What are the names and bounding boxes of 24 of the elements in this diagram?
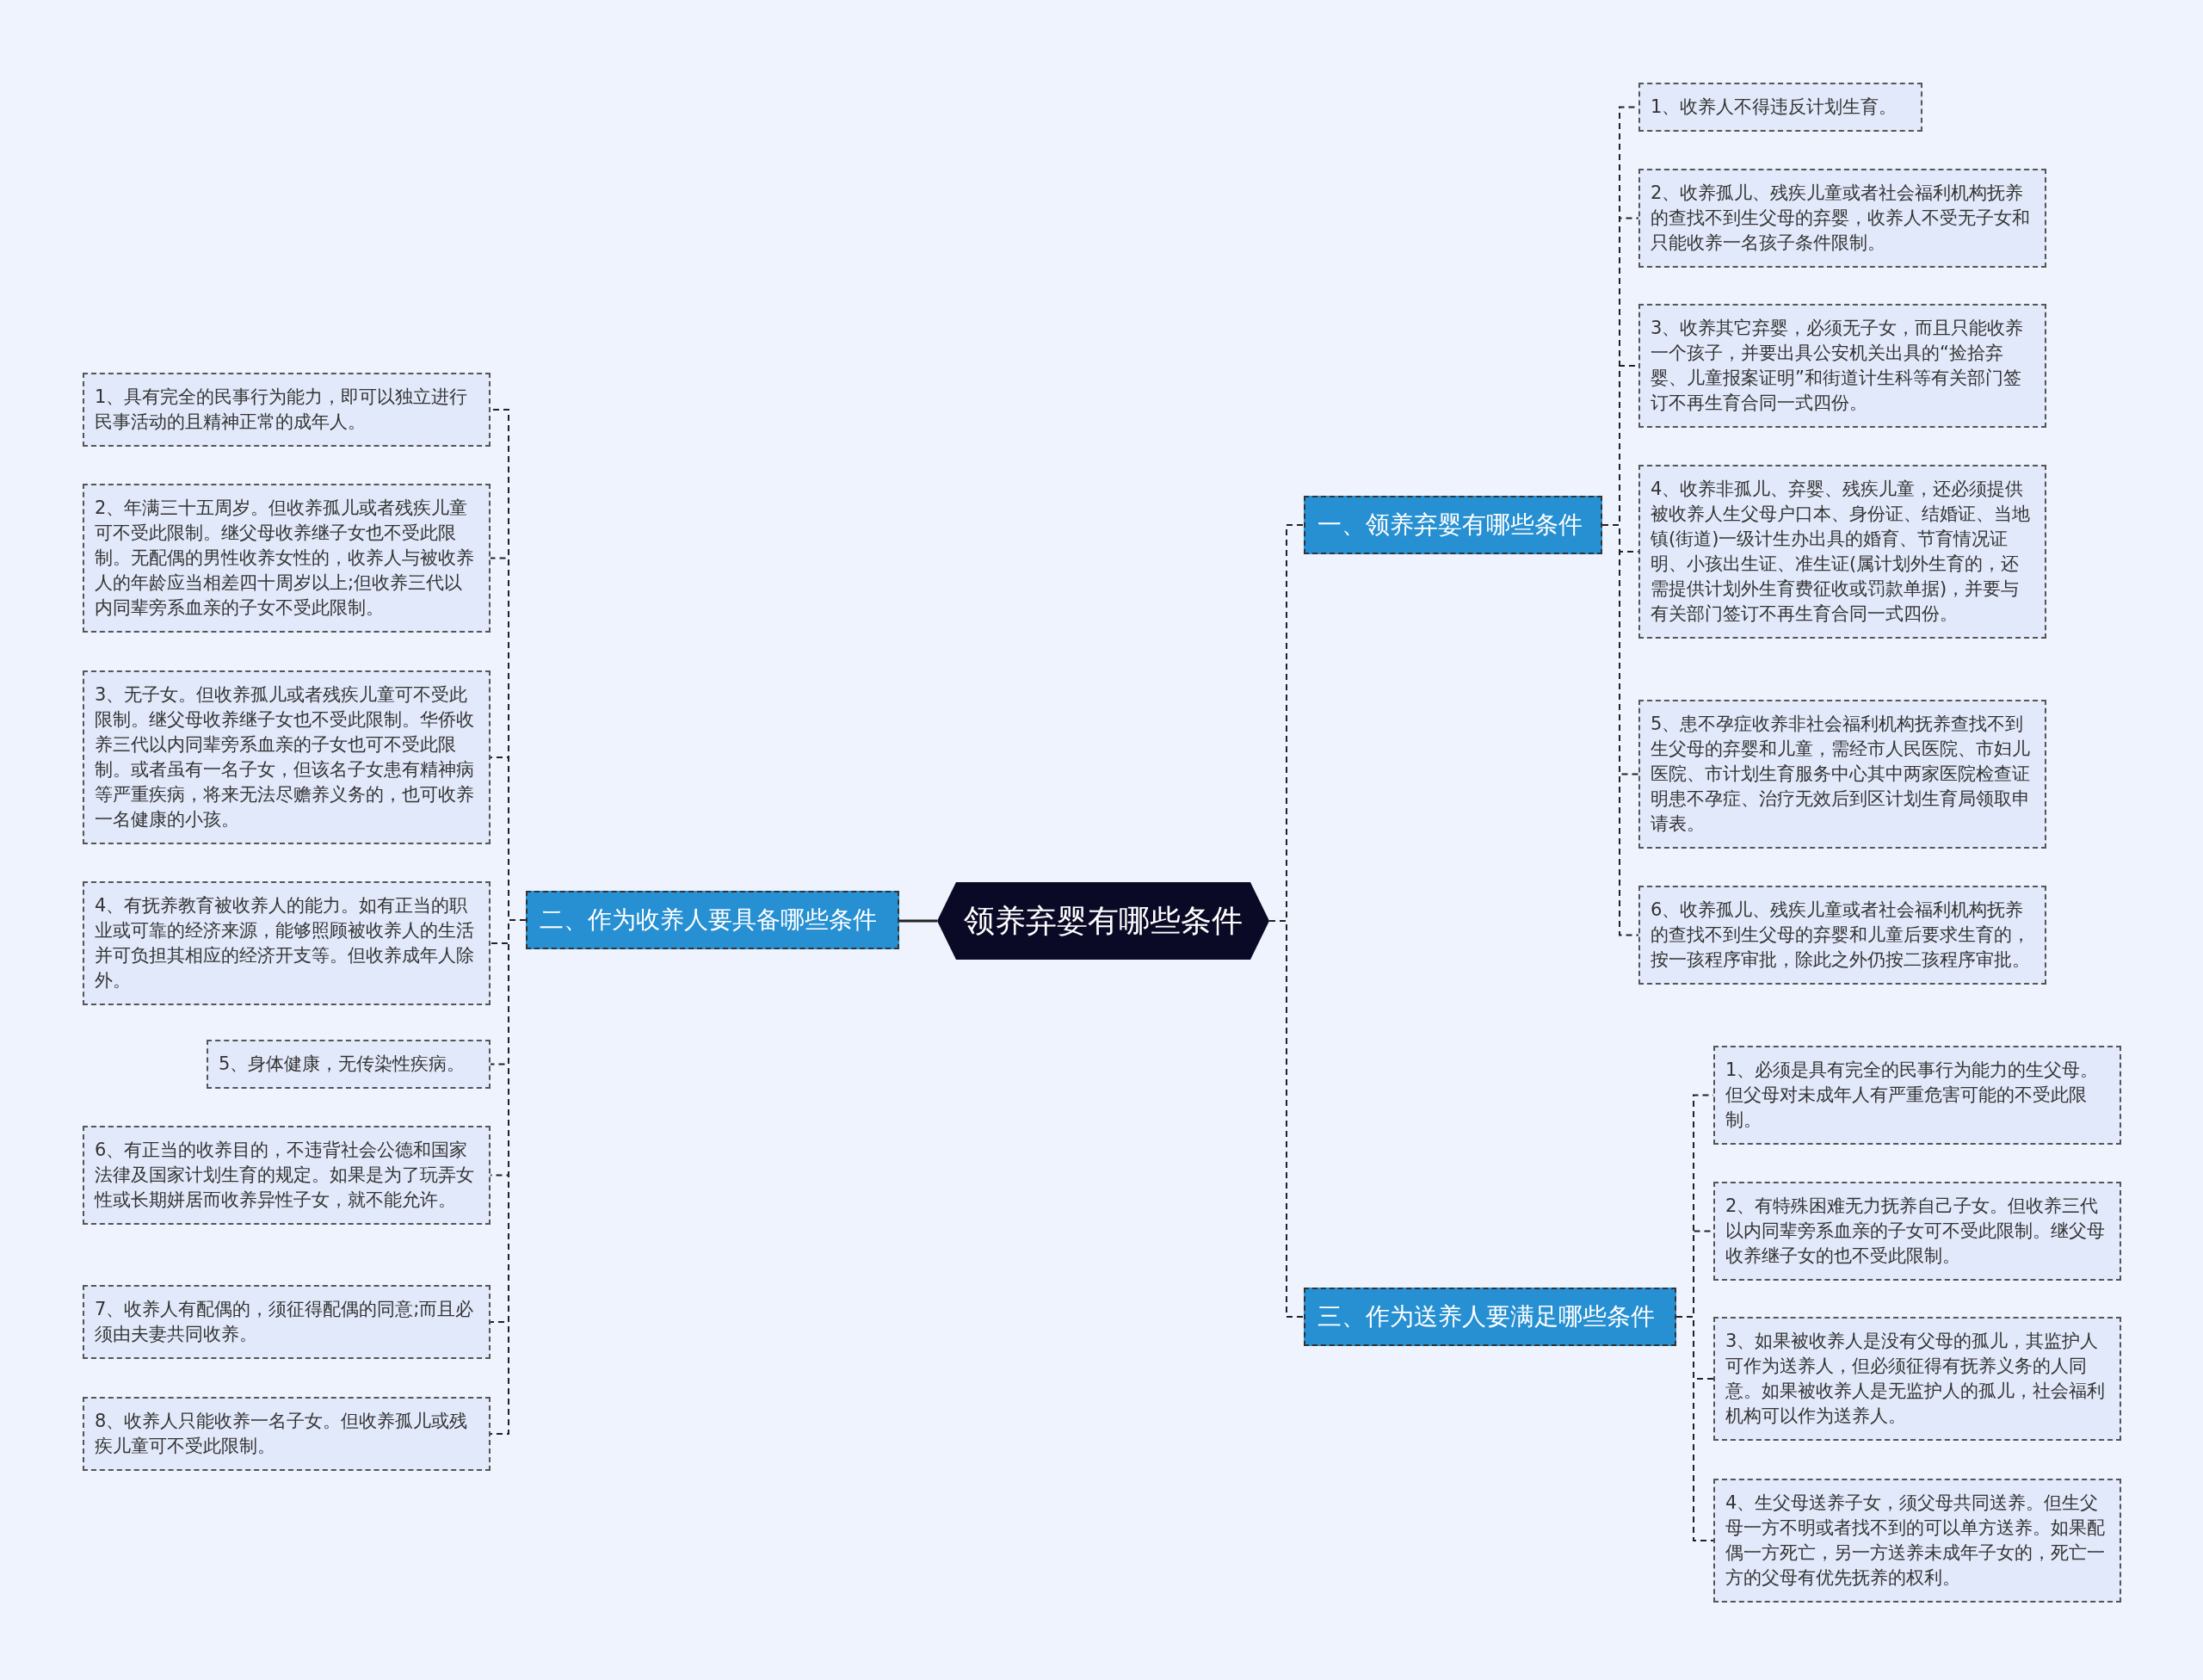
note-box: 4、生父母送养子女，须父母共同送养。但生父母一方不明或者找不到的可以单方送养。如果配偶一方死亡，另一方送养未成年子女的，死亡一方的父母有优先抚养的权利。 xyxy=(1713,1479,2121,1603)
note-box: 4、收养非孤儿、弃婴、残疾儿童，还必须提供被收养人生父母户口本、身份证、结婚证、当地镇(街道)一级计生办出具的婚育、节育情况证明、小孩出生证、准生证(属计划外生育的，还需提供计划外生育费征收或罚款单据)，并要与有关部门签订不再生育合同一式四份。 xyxy=(1638,465,2046,639)
note-box: 8、收养人只能收养一名子女。但收养孤儿或残疾儿童可不受此限制。 xyxy=(83,1397,491,1471)
note-box: 7、收养人有配偶的，须征得配偶的同意;而且必须由夫妻共同收养。 xyxy=(83,1285,491,1359)
note-box: 3、无子女。但收养孤儿或者残疾儿童可不受此限制。继父母收养继子女也不受此限制。华侨收养三代以内同辈旁系血亲的子女也可不受此限制。或者虽有一名子女，但该名子女患有精神病等严重疾病，将来无法尽赡养义务的，也可收养一名健康的小孩。 xyxy=(83,670,491,844)
note-box: 3、收养其它弃婴，必须无子女，而且只能收养一个孩子，并要出具公安机关出具的“捡拾弃婴、儿童报案证明”和街道计生科等有关部门签订不再生育合同一式四份。 xyxy=(1638,304,2046,428)
connector-line xyxy=(899,919,937,923)
note-box: 2、有特殊困难无力抚养自己子女。但收养三代以内同辈旁系血亲的子女可不受此限制。继父母收养继子女的也不受此限制。 xyxy=(1713,1182,2121,1281)
note-box: 5、患不孕症收养非社会福利机构抚养查找不到生父母的弃婴和儿童，需经市人民医院、市妇儿医院、市计划生育服务中心其中两家医院检查证明患不孕症、治疗无效后到区计划生育局领取申请表。 xyxy=(1638,700,2046,849)
topic-box: 一、领养弃婴有哪些条件 xyxy=(1304,496,1602,554)
topic-box: 二、作为收养人要具备哪些条件 xyxy=(526,891,899,949)
note-box: 6、有正当的收养目的，不违背社会公德和国家法律及国家计划生育的规定。如果是为了玩弄女性或长期姘居而收养异性子女，就不能允许。 xyxy=(83,1126,491,1225)
note-box: 6、收养孤儿、残疾儿童或者社会福利机构抚养的查找不到生父母的弃婴和儿童后要求生育的，按一孩程序审批，除此之外仍按二孩程序审批。 xyxy=(1638,886,2046,985)
note-box: 1、具有完全的民事行为能力，即可以独立进行民事活动的且精神正常的成年人。 xyxy=(83,373,491,447)
note-box: 3、如果被收养人是没有父母的孤儿，其监护人可作为送养人，但必须征得有抚养义务的人同意。如果被收养人是无监护人的孤儿，社会福利机构可以作为送养人。 xyxy=(1713,1317,2121,1441)
note-box: 2、收养孤儿、残疾儿童或者社会福利机构抚养的查找不到生父母的弃婴，收养人不受无子女和只能收养一名孩子条件限制。 xyxy=(1638,169,2046,268)
note-box: 1、收养人不得违反计划生育。 xyxy=(1638,83,1922,132)
note-box: 5、身体健康，无传染性疾病。 xyxy=(207,1040,491,1089)
topic-box: 三、作为送养人要满足哪些条件 xyxy=(1304,1288,1676,1346)
note-box: 1、必须是具有完全的民事行为能力的生父母。但父母对未成年人有严重危害可能的不受此限制。 xyxy=(1713,1046,2121,1145)
hexagon-node: 领养弃婴有哪些条件 xyxy=(937,882,1269,960)
note-box: 2、年满三十五周岁。但收养孤儿或者残疾儿童可不受此限制。继父母收养继子女也不受此限制。无配偶的男性收养女性的，收养人与被收养人的年龄应当相差四十周岁以上;但收养三代以内同辈旁系血亲的子女不受此限制。 xyxy=(83,484,491,633)
connector-line xyxy=(1675,1316,1714,1541)
note-box: 4、有抚养教育被收养人的能力。如有正当的职业或可靠的经济来源，能够照顾被收养人的生活并可负担其相应的经济开支等。但收养成年人除外。 xyxy=(83,881,491,1005)
